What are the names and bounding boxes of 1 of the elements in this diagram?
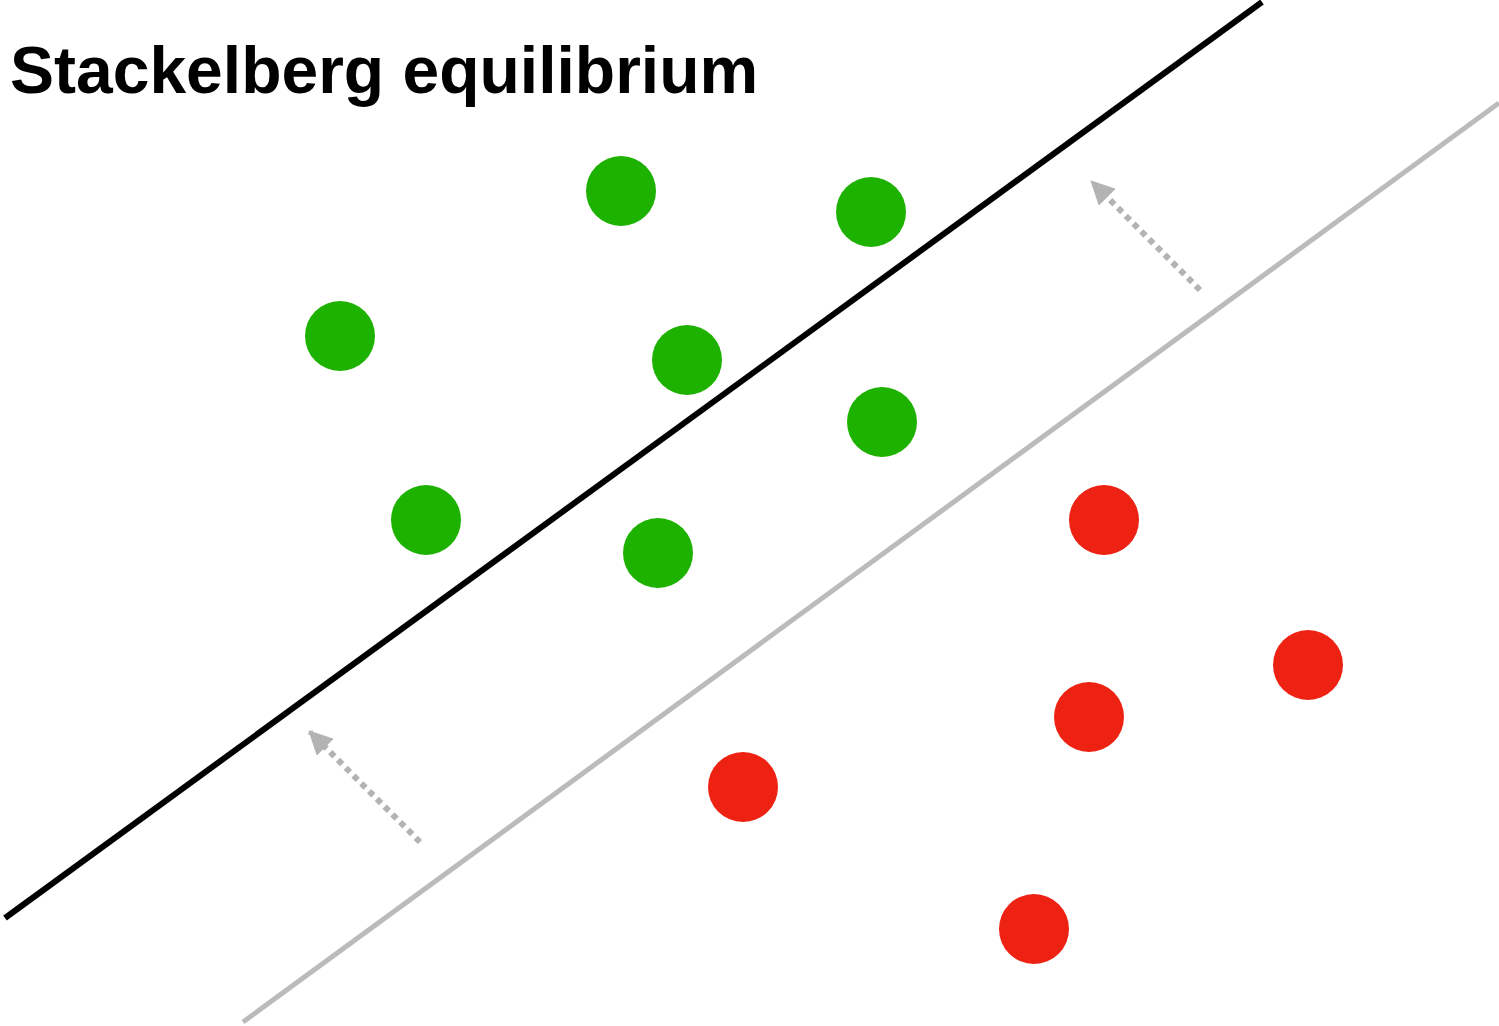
title: Stackelberg equilibrium [10, 34, 759, 107]
